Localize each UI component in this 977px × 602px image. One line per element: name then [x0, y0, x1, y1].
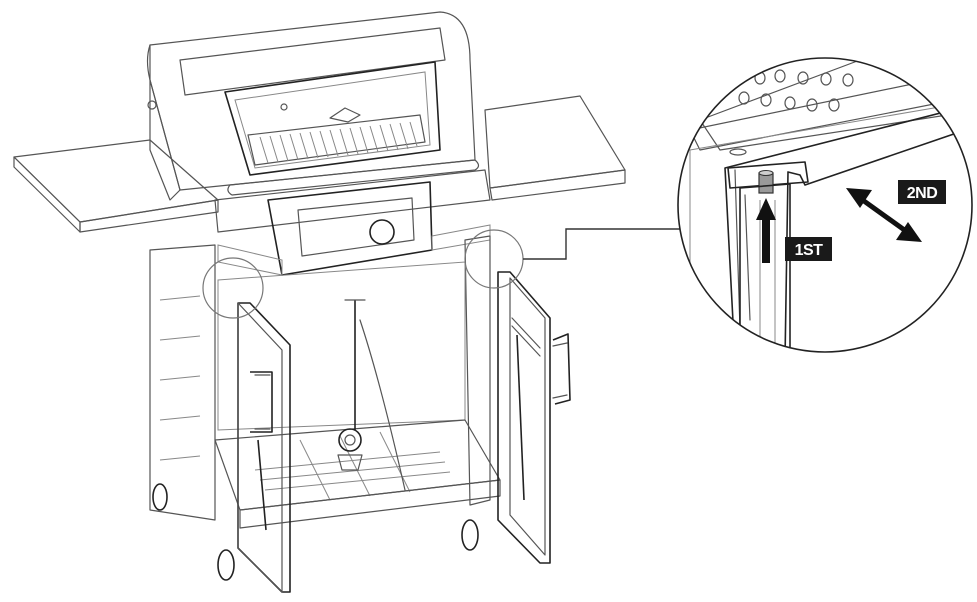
right-door	[497, 271, 571, 564]
magnified-hinge-detail: 1ST 2ND	[677, 57, 973, 353]
grill-hood	[146, 11, 480, 201]
svg-text:1ST: 1ST	[795, 242, 824, 259]
up-arrow-icon	[756, 198, 776, 263]
hinge-pin	[758, 170, 774, 194]
svg-text:2ND: 2ND	[907, 185, 938, 202]
perforation-holes	[738, 69, 854, 112]
grill-illustration	[13, 11, 626, 593]
left-side-shelf	[13, 139, 219, 233]
control-panel	[214, 169, 491, 276]
control-knob	[369, 219, 395, 245]
second-step-label: 2ND	[898, 180, 946, 204]
left-hinge-highlight	[202, 257, 264, 319]
caster-wheels	[152, 483, 479, 581]
left-door	[237, 302, 291, 593]
cooking-grate	[247, 103, 426, 166]
first-step-label: 1ST	[785, 237, 832, 261]
double-arrow-icon	[846, 188, 922, 242]
callout-leader-line	[523, 228, 680, 260]
cart-frame	[149, 235, 501, 529]
right-side-shelf	[484, 95, 626, 201]
right-hinge-highlight	[464, 229, 524, 289]
